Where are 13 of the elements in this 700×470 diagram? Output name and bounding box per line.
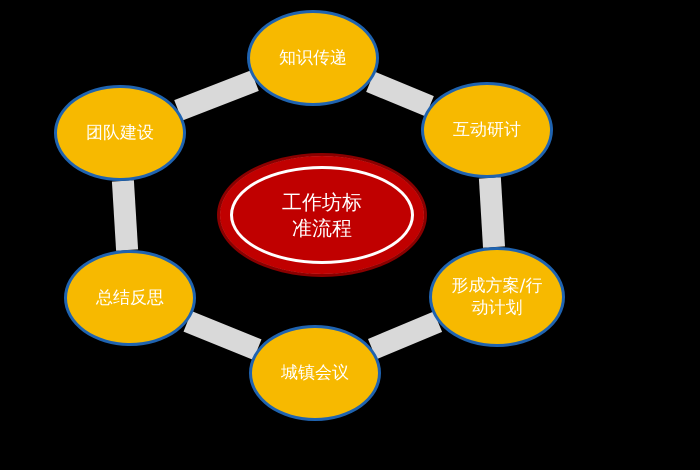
step-label: 知识传递 [278, 46, 348, 70]
connector-band [174, 70, 259, 121]
step-label: 工作坊标准流程 [281, 189, 363, 241]
step-label: 总结反思 [95, 286, 165, 310]
connector-band [478, 177, 505, 248]
connector-band [184, 311, 262, 360]
step-label: 城镇会议 [280, 362, 350, 384]
connector-band [112, 180, 138, 251]
connector-band [366, 72, 434, 116]
step-label: 形成方案/行动计划 [450, 274, 544, 320]
step-label: 团队建设 [85, 122, 155, 144]
step-label: 互动研讨 [452, 118, 522, 142]
connector-band [368, 312, 442, 360]
